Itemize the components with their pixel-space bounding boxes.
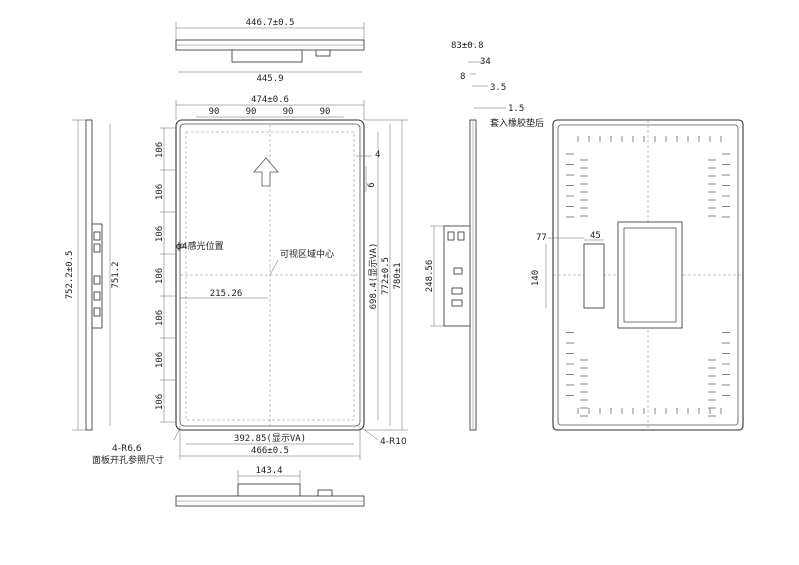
dim-height-772: 772±0.5	[381, 257, 391, 295]
dim-left-751: 751.2	[111, 261, 121, 288]
dim-va-width: 392.85(显示VA)	[234, 433, 306, 444]
dim-vspace-3: 106	[155, 226, 165, 242]
dim-vspace-5: 106	[155, 310, 165, 326]
note-corner: 4-R10	[380, 437, 407, 447]
dim-hole-spacing-2: 90	[246, 107, 257, 117]
note-cutout: 面板开孔参照尺寸	[92, 454, 164, 466]
sensor-label: ϕ4感光位置	[176, 240, 224, 252]
dim-hole-spacing-1: 90	[209, 107, 220, 117]
dim-vspace-4: 106	[155, 268, 165, 284]
bottom-module	[237, 483, 301, 497]
dim-side-248: 248.56	[425, 260, 435, 293]
side-view: 83±0.8 34 8 3.5 1.5 套入橡胶垫后 248.56	[425, 41, 544, 431]
dim-front-outer-width: 474±0.6	[251, 95, 289, 105]
dim-side-83: 83±0.8	[451, 41, 484, 51]
dim-rear-140: 140	[531, 270, 541, 286]
center-label: 可视区域中心	[280, 248, 334, 260]
top-module	[231, 49, 303, 63]
bottom-view: 143.4	[175, 466, 365, 507]
dim-va-height: 698.4(显示VA)	[368, 243, 379, 310]
rear-module	[617, 221, 683, 329]
front-view: 474±0.6 90 90 90 90 106 106 106 106 106 …	[92, 95, 408, 466]
left-frame	[85, 119, 93, 431]
rear-port-block	[583, 243, 605, 309]
dim-side-1-5: 1.5	[508, 104, 524, 114]
dim-bottom-bracket: 143.4	[255, 466, 282, 476]
dim-small-4: 4	[375, 150, 380, 160]
left-view: 752.2±0.5 751.2	[65, 119, 121, 431]
dim-hole-spacing-4: 90	[320, 107, 331, 117]
up-arrow-icon	[253, 157, 279, 187]
sensor-circle-icon	[179, 243, 185, 249]
dim-side-3-5: 3.5	[490, 83, 506, 93]
dim-center-offset: 215.26	[210, 289, 243, 299]
dim-vspace-6: 106	[155, 352, 165, 368]
dim-vspace-1: 106	[155, 142, 165, 158]
dim-side-8: 8	[460, 72, 465, 82]
dim-vspace-7: 106	[155, 394, 165, 410]
note-rubber: 套入橡胶垫后	[490, 117, 544, 129]
vent-slots	[566, 136, 730, 417]
dim-rear-45: 45	[590, 231, 601, 241]
dim-small-6: 6	[367, 182, 377, 187]
dim-hole-spacing-3: 90	[283, 107, 294, 117]
dim-side-34: 34	[480, 57, 491, 67]
dim-left-752: 752.2±0.5	[65, 251, 75, 300]
dim-height-780: 780±1	[393, 262, 403, 289]
side-module	[443, 225, 471, 327]
note-radius: 4-R6.6	[112, 444, 142, 454]
dim-rear-77: 77	[536, 233, 547, 243]
rear-view: 77 45 140	[531, 119, 744, 431]
dim-vspace-2: 106	[155, 184, 165, 200]
dim-width-466: 466±0.5	[251, 446, 289, 456]
top-view: 446.7±0.5 445.9	[175, 18, 365, 84]
dim-top-inner: 445.9	[256, 74, 283, 84]
front-outer-frame	[175, 119, 365, 431]
dim-top-overall: 446.7±0.5	[246, 18, 295, 28]
